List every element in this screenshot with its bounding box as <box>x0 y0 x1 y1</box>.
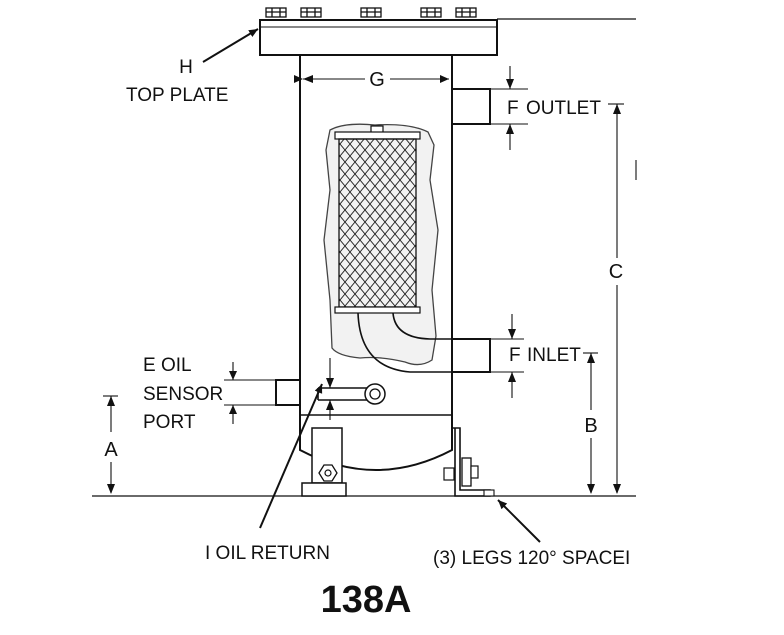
inlet-label: INLET <box>527 345 581 366</box>
inlet-f-dimension <box>490 314 524 398</box>
bolt <box>360 7 382 18</box>
oil-return-label: I OIL RETURN <box>205 543 330 564</box>
inlet-nozzle <box>451 338 491 373</box>
bolt <box>300 7 322 18</box>
outlet-f-label: F <box>507 98 519 119</box>
oil-return-leader <box>259 383 323 529</box>
left-leg <box>301 427 347 497</box>
dimension-g-label: G <box>369 69 385 91</box>
oil-sensor-label-line1: E OIL <box>143 355 192 376</box>
dimension-a <box>103 395 118 494</box>
dimension-b <box>583 352 598 494</box>
dimension-c-label: C <box>609 261 623 283</box>
oil-sensor-label-line2: SENSOR <box>143 384 223 405</box>
legs-leader <box>497 499 541 543</box>
outlet-label: OUTLET <box>526 98 601 119</box>
dimension-b-label: B <box>584 415 597 437</box>
internal-pipe <box>357 312 452 373</box>
top-plate-leader <box>202 28 259 63</box>
inlet-f-label: F <box>509 345 521 366</box>
oil-return-dimension <box>326 358 334 420</box>
dimension-g <box>294 75 449 83</box>
top-plate-letter: H <box>179 57 193 78</box>
sensor-port-dimension <box>224 362 276 424</box>
dimension-c <box>608 103 637 494</box>
filter-element <box>334 125 421 314</box>
legs-label: (3) LEGS 120° SPACEI <box>433 548 630 569</box>
outlet-f-dimension <box>490 66 528 150</box>
top-plate-label: TOP PLATE <box>126 85 228 106</box>
bolt <box>265 7 287 18</box>
outlet-nozzle <box>451 88 491 125</box>
oil-sensor-label-line3: PORT <box>143 412 196 433</box>
dimension-a-label: A <box>104 439 118 461</box>
bolt <box>420 7 442 18</box>
top-plate-bolts <box>265 7 477 18</box>
right-leg <box>443 427 495 497</box>
bolt <box>455 7 477 18</box>
oil-sensor-port <box>275 379 301 406</box>
top-plate <box>259 19 498 56</box>
model-number: 138A <box>321 579 412 621</box>
